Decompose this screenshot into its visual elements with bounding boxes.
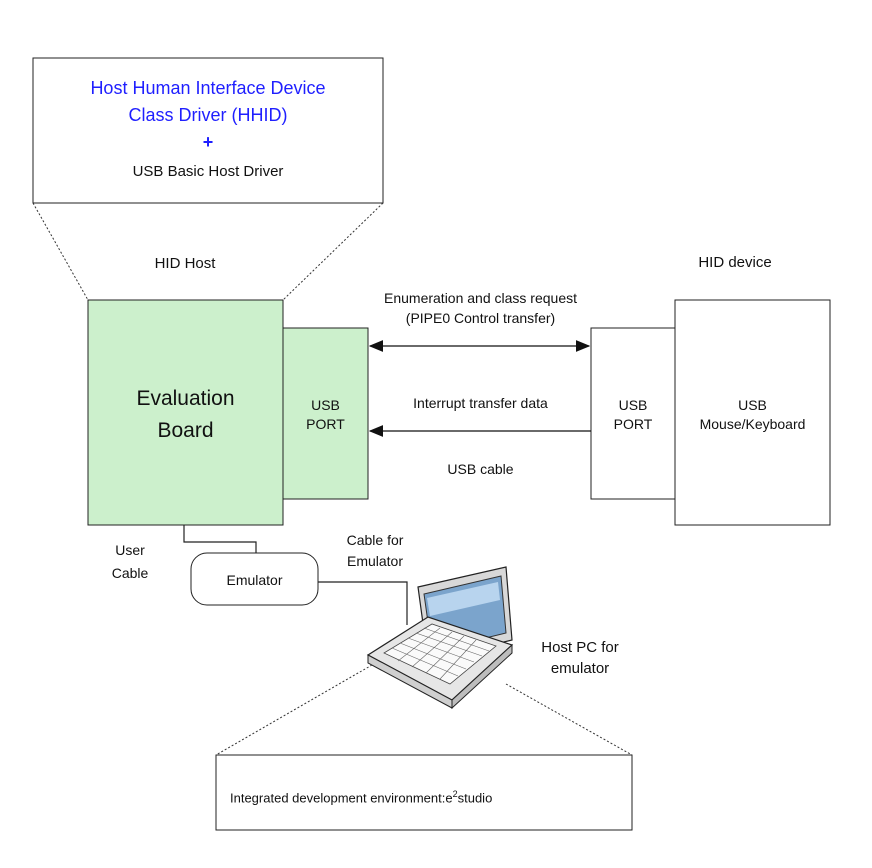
enumeration-label-line2: (PIPE0 Control transfer): [405, 310, 556, 326]
host-usb-port-line1: USB: [311, 397, 340, 413]
host-usb-port-line2: PORT: [306, 416, 345, 432]
host-pc-line1: Host PC for: [541, 639, 619, 656]
evaluation-board: [87, 299, 284, 526]
laptop-icon: [366, 566, 514, 710]
device-usb-port-line1: USB: [618, 397, 648, 413]
evaluation-board-line1: Evaluation: [136, 387, 235, 410]
zoom-line-left: [32, 202, 89, 301]
emulator-box: [190, 552, 319, 606]
device-usb-port-line2: PORT: [613, 416, 653, 432]
cable-emulator-line2: Emulator: [346, 553, 404, 569]
ide-label-suffix: studio: [457, 790, 493, 806]
evaluation-board-line2: Board: [157, 419, 214, 442]
zoom-line-ide-left: [215, 664, 373, 756]
user-cable-line1: User: [115, 542, 145, 558]
driver-plus: +: [202, 132, 214, 152]
cable-emulator-line1: Cable for: [346, 532, 404, 548]
driver-title-line2: Class Driver (HHID): [128, 105, 288, 125]
usb-cable-label: USB cable: [447, 461, 514, 477]
ide-box: [215, 754, 633, 831]
ide-label: Integrated development environment:e2stu…: [230, 784, 492, 808]
ide-label-prefix: Integrated development environment:e: [230, 790, 453, 806]
device-box-line1: USB: [738, 397, 767, 413]
enumeration-label-line1: Enumeration and class request: [384, 290, 577, 306]
host-usb-port: [282, 327, 369, 500]
host-pc-line2: emulator: [550, 660, 610, 677]
emulator-cable-line: [318, 581, 408, 625]
driver-box: [32, 57, 384, 204]
driver-basic-host: USB Basic Host Driver: [132, 163, 284, 180]
device-box-line2: Mouse/Keyboard: [699, 416, 806, 432]
interrupt-label: Interrupt transfer data: [413, 395, 548, 411]
zoom-line-ide-right: [505, 683, 633, 756]
user-cable-line: [183, 525, 257, 553]
emulator-label: Emulator: [226, 572, 283, 588]
hid-host-label: HID Host: [154, 255, 216, 272]
device-box: [674, 299, 831, 526]
hid-device-label: HID device: [698, 254, 772, 271]
ide-label-sup: 2: [452, 789, 458, 799]
user-cable-line2: Cable: [111, 565, 149, 581]
driver-title-line1: Host Human Interface Device: [90, 78, 326, 98]
zoom-line-right: [282, 202, 384, 301]
